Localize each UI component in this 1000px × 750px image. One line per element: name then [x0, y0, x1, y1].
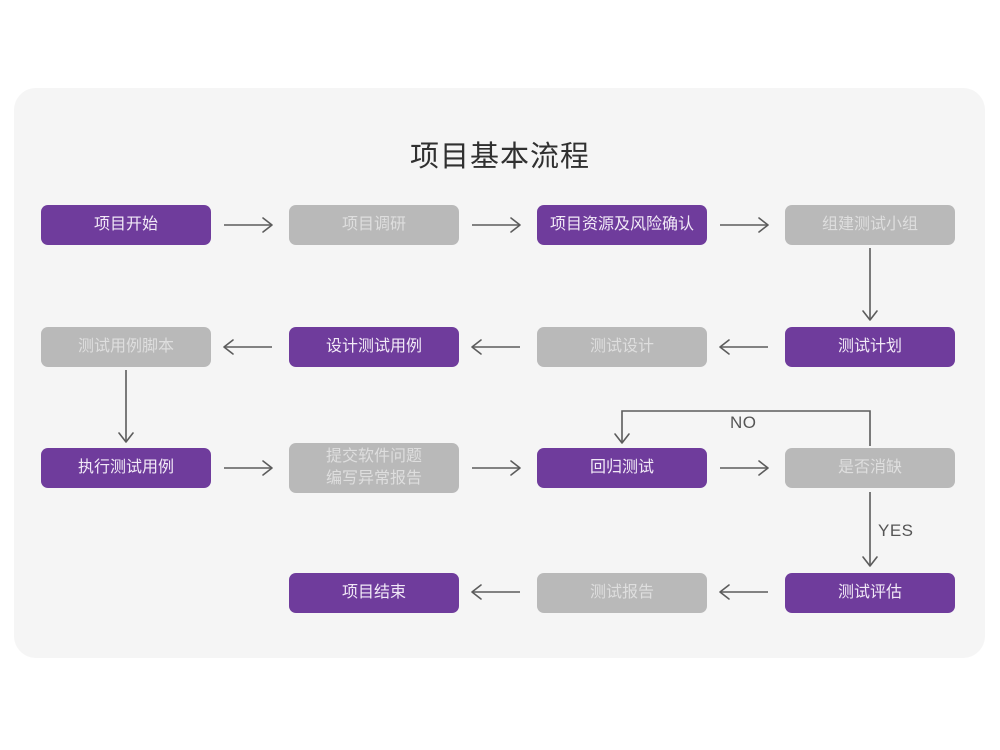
arrow-n1-n2	[224, 217, 273, 233]
arrow-n2-n3	[472, 217, 521, 233]
node-project-end[interactable]: 项目结束	[289, 573, 459, 613]
node-test-case-script[interactable]: 测试用例脚本	[41, 327, 211, 367]
arrow-n3-n4	[720, 217, 769, 233]
arrow-n11-n12	[720, 460, 769, 476]
edge-label-no: NO	[730, 413, 757, 432]
arrow-n10-n11	[472, 460, 521, 476]
node-project-research[interactable]: 项目调研	[289, 205, 459, 245]
node-project-start[interactable]: 项目开始	[41, 205, 211, 245]
arrow-n14-n15	[471, 584, 520, 600]
arrow-n7-n8	[223, 339, 272, 355]
arrow-n6-n7	[471, 339, 520, 355]
node-build-test-team[interactable]: 组建测试小组	[785, 205, 955, 245]
node-regression-test[interactable]: 回归测试	[537, 448, 707, 488]
node-execute-test-case[interactable]: 执行测试用例	[41, 448, 211, 488]
arrow-n5-n6	[719, 339, 768, 355]
arrow-n4-n5	[862, 248, 878, 321]
diagram-panel	[14, 88, 985, 658]
node-defect-resolved-decision[interactable]: 是否消缺	[785, 448, 955, 488]
node-resource-risk-confirm[interactable]: 项目资源及风险确认	[537, 205, 707, 245]
arrow-n9-n10	[224, 460, 273, 476]
node-test-evaluation[interactable]: 测试评估	[785, 573, 955, 613]
edge-label-yes: YES	[878, 521, 914, 540]
page-title: 项目基本流程	[409, 141, 590, 173]
node-submit-issue-report[interactable]: 提交软件问题 编写异常报告	[289, 443, 459, 493]
node-test-plan[interactable]: 测试计划	[785, 327, 955, 367]
arrow-n13-n14	[719, 584, 768, 600]
node-design-test-case[interactable]: 设计测试用例	[289, 327, 459, 367]
arrow-n12-n13-yes	[862, 492, 878, 567]
arrow-n8-n9	[118, 370, 134, 443]
node-test-report[interactable]: 测试报告	[537, 573, 707, 613]
node-test-design[interactable]: 测试设计	[537, 327, 707, 367]
